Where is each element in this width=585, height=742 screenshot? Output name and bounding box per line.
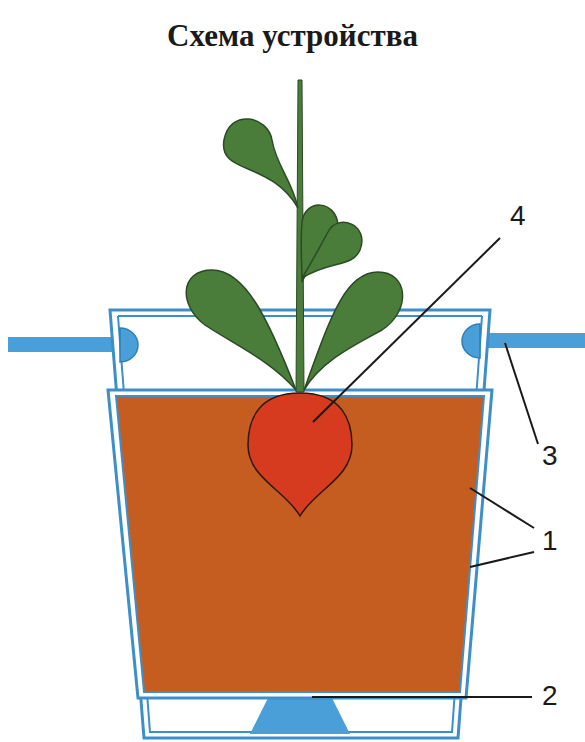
callout-number: 3 [540,440,560,472]
stand [250,698,350,734]
callout-number: 4 [508,200,528,232]
tube [480,333,585,348]
tube [8,337,120,352]
callout-number: 1 [540,525,560,557]
leader-lines [312,238,538,697]
tube-cap [462,324,480,358]
callout-number: 2 [540,680,560,712]
radish-root [248,393,352,516]
tube-cap [120,328,138,362]
leaves [186,119,402,390]
diagram-title: Схема устройства [167,18,418,54]
inner-pot [108,390,492,698]
